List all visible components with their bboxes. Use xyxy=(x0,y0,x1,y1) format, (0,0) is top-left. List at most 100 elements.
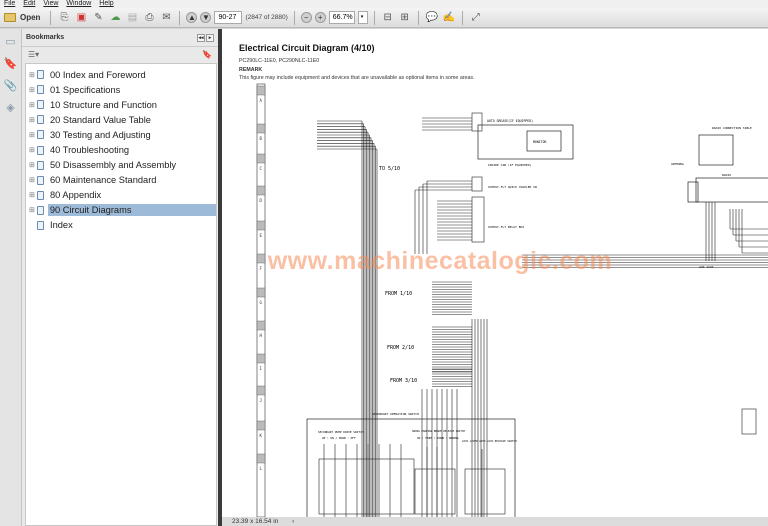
connector xyxy=(471,112,483,132)
navigation-rail: ▭ 🔖 📎 ◈ xyxy=(0,29,22,526)
remark-heading: REMARK xyxy=(239,67,263,73)
remark-text: This figure may include equipment and de… xyxy=(239,75,475,81)
row-hatch xyxy=(256,385,266,396)
from-3-10-label: FROM 3/10 xyxy=(390,378,417,384)
folder-icon xyxy=(4,13,16,22)
separator xyxy=(461,10,463,25)
expand-icon[interactable]: ⊞ xyxy=(29,101,35,109)
menu-help[interactable]: Help xyxy=(99,0,114,7)
previous-page-button[interactable]: ▲ xyxy=(186,12,198,23)
row-strip-border xyxy=(256,83,266,517)
row-hatch xyxy=(256,353,266,364)
expand-icon[interactable]: ⊞ xyxy=(29,116,35,124)
highlight-icon[interactable]: ✍ xyxy=(442,12,455,23)
radio-table-label: RADIO CONNECTION TABLE xyxy=(712,126,752,130)
expand-icon[interactable]: ⊞ xyxy=(29,207,35,215)
row-letter: J xyxy=(260,398,262,403)
scroll-left-icon[interactable]: ‹ xyxy=(292,518,295,525)
cloud-upload-icon[interactable]: ☁ xyxy=(110,12,121,23)
relay-box-label: OUTPUT-FLT RELAY BOX xyxy=(488,225,524,229)
fullscreen-icon[interactable]: ⤢ xyxy=(471,12,480,23)
save-icon[interactable]: ▤ xyxy=(127,12,138,23)
open-button[interactable]: Open xyxy=(4,13,44,22)
expand-icon[interactable]: ⊞ xyxy=(29,177,35,185)
zoom-input[interactable]: 66.7% xyxy=(328,11,355,24)
bookmark-item[interactable]: ⊞ 50 Disassembly and Assembly xyxy=(26,158,216,173)
expand-icon[interactable]: ⊞ xyxy=(29,192,35,200)
connector xyxy=(471,196,485,243)
row-hatch xyxy=(256,453,266,464)
bookmark-item[interactable]: ⊞80 Appendix xyxy=(26,188,216,203)
expand-icon[interactable]: ⊞ xyxy=(29,86,35,94)
row-hatch xyxy=(256,253,266,264)
brake-modes: UP : FREE / DOWN : NORMAL xyxy=(417,436,459,440)
bookmark-item[interactable]: ⊞40 Troubleshooting xyxy=(26,142,216,157)
bookmark-label: 50 Disassembly and Assembly xyxy=(50,160,177,171)
bookmark-item[interactable]: ⊞00 Index and Foreword xyxy=(26,67,216,82)
bookmark-item[interactable]: Index xyxy=(26,218,216,233)
row-letter: E xyxy=(260,233,263,238)
page-number-input[interactable]: 90-27 xyxy=(214,11,243,24)
bookmark-item[interactable]: ⊞20 Standard Value Table xyxy=(26,112,216,127)
bookmark-page-icon xyxy=(37,70,44,80)
menu-view[interactable]: View xyxy=(43,0,59,7)
page-thumbnails-icon[interactable]: ▭ xyxy=(5,35,16,48)
row-hatch xyxy=(256,85,266,96)
bookmark-page-icon xyxy=(37,190,44,200)
layers-icon[interactable]: ◈ xyxy=(6,101,15,114)
secondary-switch-label: SECONDARY OPERATION SWITCH xyxy=(372,412,419,416)
zoom-in-button[interactable]: + xyxy=(314,12,326,23)
comment-icon[interactable]: 💬 xyxy=(425,12,438,23)
create-pdf-icon[interactable]: ⎘ xyxy=(60,12,69,23)
menu-edit[interactable]: Edit xyxy=(23,0,36,7)
bookmark-page-icon xyxy=(37,100,44,110)
expand-icon[interactable]: ⊞ xyxy=(29,131,35,139)
bookmark-item[interactable]: ⊞60 Maintenance Standard xyxy=(26,173,216,188)
antenna-label: ANTENNA xyxy=(671,162,684,166)
switch-box xyxy=(318,458,415,515)
panel-splitter[interactable] xyxy=(218,29,222,526)
new-bookmark-icon[interactable]: 🔖 xyxy=(202,49,212,59)
bookmarks-icon[interactable]: 🔖 xyxy=(3,57,18,70)
pump-drive-modes: UP : ON / DOWN : OFF xyxy=(322,436,356,440)
brake-release-label: SWING PARKING BRAKE RELEASE SWITCH xyxy=(412,429,466,433)
row-hatch xyxy=(256,220,266,231)
fit-page-icon[interactable]: ⊟ xyxy=(383,12,392,23)
radio-label: RADIO xyxy=(722,173,731,177)
bookmark-item-selected[interactable]: ⊞90 Circuit Diagrams xyxy=(26,203,216,218)
collapse-panel-button[interactable]: ◂◂ xyxy=(197,33,205,42)
bookmark-item[interactable]: ⊞ 01 Specifications xyxy=(26,82,216,97)
row-hatch xyxy=(256,320,266,331)
edit-icon[interactable]: ✎ xyxy=(94,12,103,23)
attachments-icon[interactable]: 📎 xyxy=(3,79,18,92)
print-icon[interactable]: ⎙ xyxy=(145,12,154,23)
expand-icon[interactable]: ⊞ xyxy=(29,147,35,155)
bookmark-item[interactable]: ⊞30 Testing and Adjusting xyxy=(26,127,216,142)
expand-icon[interactable]: ⊞ xyxy=(29,71,35,79)
row-letter: G xyxy=(260,300,263,305)
row-letter: C xyxy=(260,166,263,171)
to-5-10-label: TO 5/10 xyxy=(379,166,400,172)
panel-options-button[interactable]: ▸ xyxy=(206,33,214,42)
next-page-button[interactable]: ▼ xyxy=(200,12,212,23)
row-letter: B xyxy=(260,136,263,141)
components xyxy=(306,124,768,517)
zoom-out-button[interactable]: − xyxy=(300,12,312,23)
bookmark-page-icon xyxy=(37,175,44,185)
open-label: Open xyxy=(20,13,41,22)
menu-file[interactable]: File xyxy=(4,0,16,7)
menu-window[interactable]: Window xyxy=(66,0,92,7)
bookmark-options-icon[interactable]: ☰▾ xyxy=(28,49,40,59)
expand-icon[interactable]: ⊞ xyxy=(29,162,35,170)
bookmark-label: 01 Specifications xyxy=(50,84,121,95)
panel-title: Bookmarks xyxy=(26,34,65,41)
bookmark-page-icon xyxy=(37,115,44,125)
bookmark-item[interactable]: ⊞10 Structure and Function xyxy=(26,97,216,112)
email-icon[interactable]: ✉ xyxy=(162,12,171,23)
combine-icon[interactable]: ▣ xyxy=(76,12,87,23)
from-1-10-label: FROM 1/10 xyxy=(385,291,412,297)
zoom-dropdown-icon[interactable]: ▾ xyxy=(357,11,368,24)
fit-width-icon[interactable]: ⊞ xyxy=(400,12,409,23)
